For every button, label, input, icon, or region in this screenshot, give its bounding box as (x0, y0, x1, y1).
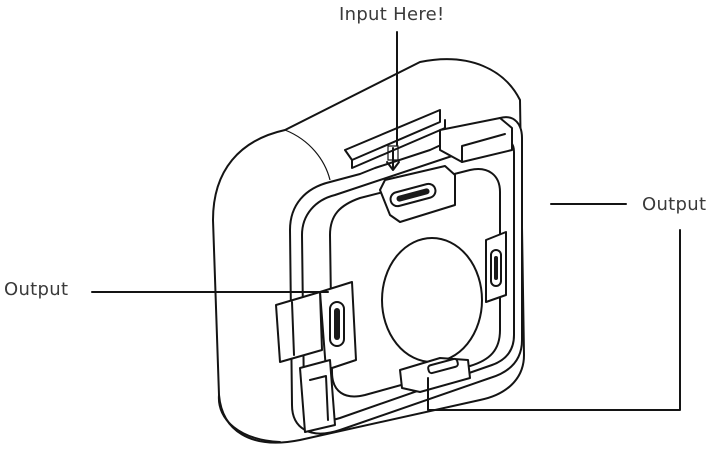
bottom-slot (427, 357, 459, 375)
housing-edge (217, 394, 281, 443)
down-arrow-icon (386, 147, 400, 171)
housing-top-edge (284, 129, 331, 181)
center-button (381, 237, 483, 363)
clip-left (275, 291, 323, 363)
callout-line-output-right (427, 229, 681, 411)
output-label-left: Output (4, 279, 69, 300)
output-label-right: Output (642, 194, 707, 215)
input-label: Input Here! (339, 4, 445, 25)
usb-c-port-inner (334, 308, 340, 340)
usb-c-port-inner (494, 256, 498, 280)
clip-top-right-inner (461, 133, 506, 163)
clip-top-right (439, 117, 513, 163)
clip-bottom-left-inner (309, 375, 329, 421)
top-clip (344, 109, 441, 161)
clip-bottom-left (299, 359, 336, 433)
input-arrow-box (387, 145, 399, 161)
usb-c-port-inner (396, 188, 430, 202)
clip-left-inner (291, 301, 295, 356)
